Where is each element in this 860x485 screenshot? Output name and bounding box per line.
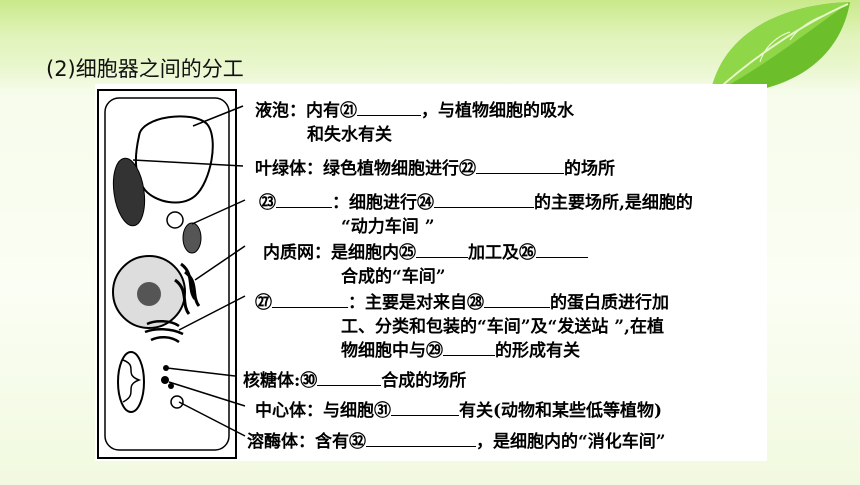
blank-25[interactable] [416,243,468,258]
blank-24[interactable] [434,193,534,208]
mito-line2: “动力车间 ” [341,217,435,237]
blank-21[interactable] [357,101,421,116]
vacuole-shape [134,115,214,204]
blank-31[interactable] [391,401,459,416]
ribosome-shape [163,365,169,371]
blank-22[interactable] [476,159,564,174]
section-heading: (2)细胞器之间的分工 [46,57,244,81]
nucleolus-shape [137,282,161,306]
golgi-line2: 工、分类和包装的“车间”及“发送站 ”,在植 [341,317,664,337]
golgi-shape [144,320,184,344]
blank-28[interactable] [484,293,550,308]
blank-30[interactable] [317,371,382,386]
centrosome-shape [161,376,169,384]
vacuole-line1: 液泡：内有㉑，与植物细胞的吸水 [255,101,574,121]
vacuole-line2: 和失水有关 [307,125,392,145]
mitochondrion-upper-shape [182,222,202,254]
chloroplast-shape [112,157,146,227]
lysosome-line: 溶酶体：含有㉜，是细胞内的“消化车间” [247,432,666,452]
blank-29[interactable] [443,341,495,356]
small-vesicle-shape [166,211,184,229]
blank-23[interactable] [276,193,332,208]
blank-27[interactable] [272,293,348,308]
plant-cell-diagram [97,89,237,459]
leaf-decoration [710,2,850,95]
blank-32[interactable] [366,432,476,447]
lysosome-shape [170,395,184,409]
er-line2: 合成的“车间” [341,267,446,287]
blank-26[interactable] [536,243,588,258]
mitochondrion-lower-shape [117,351,145,413]
